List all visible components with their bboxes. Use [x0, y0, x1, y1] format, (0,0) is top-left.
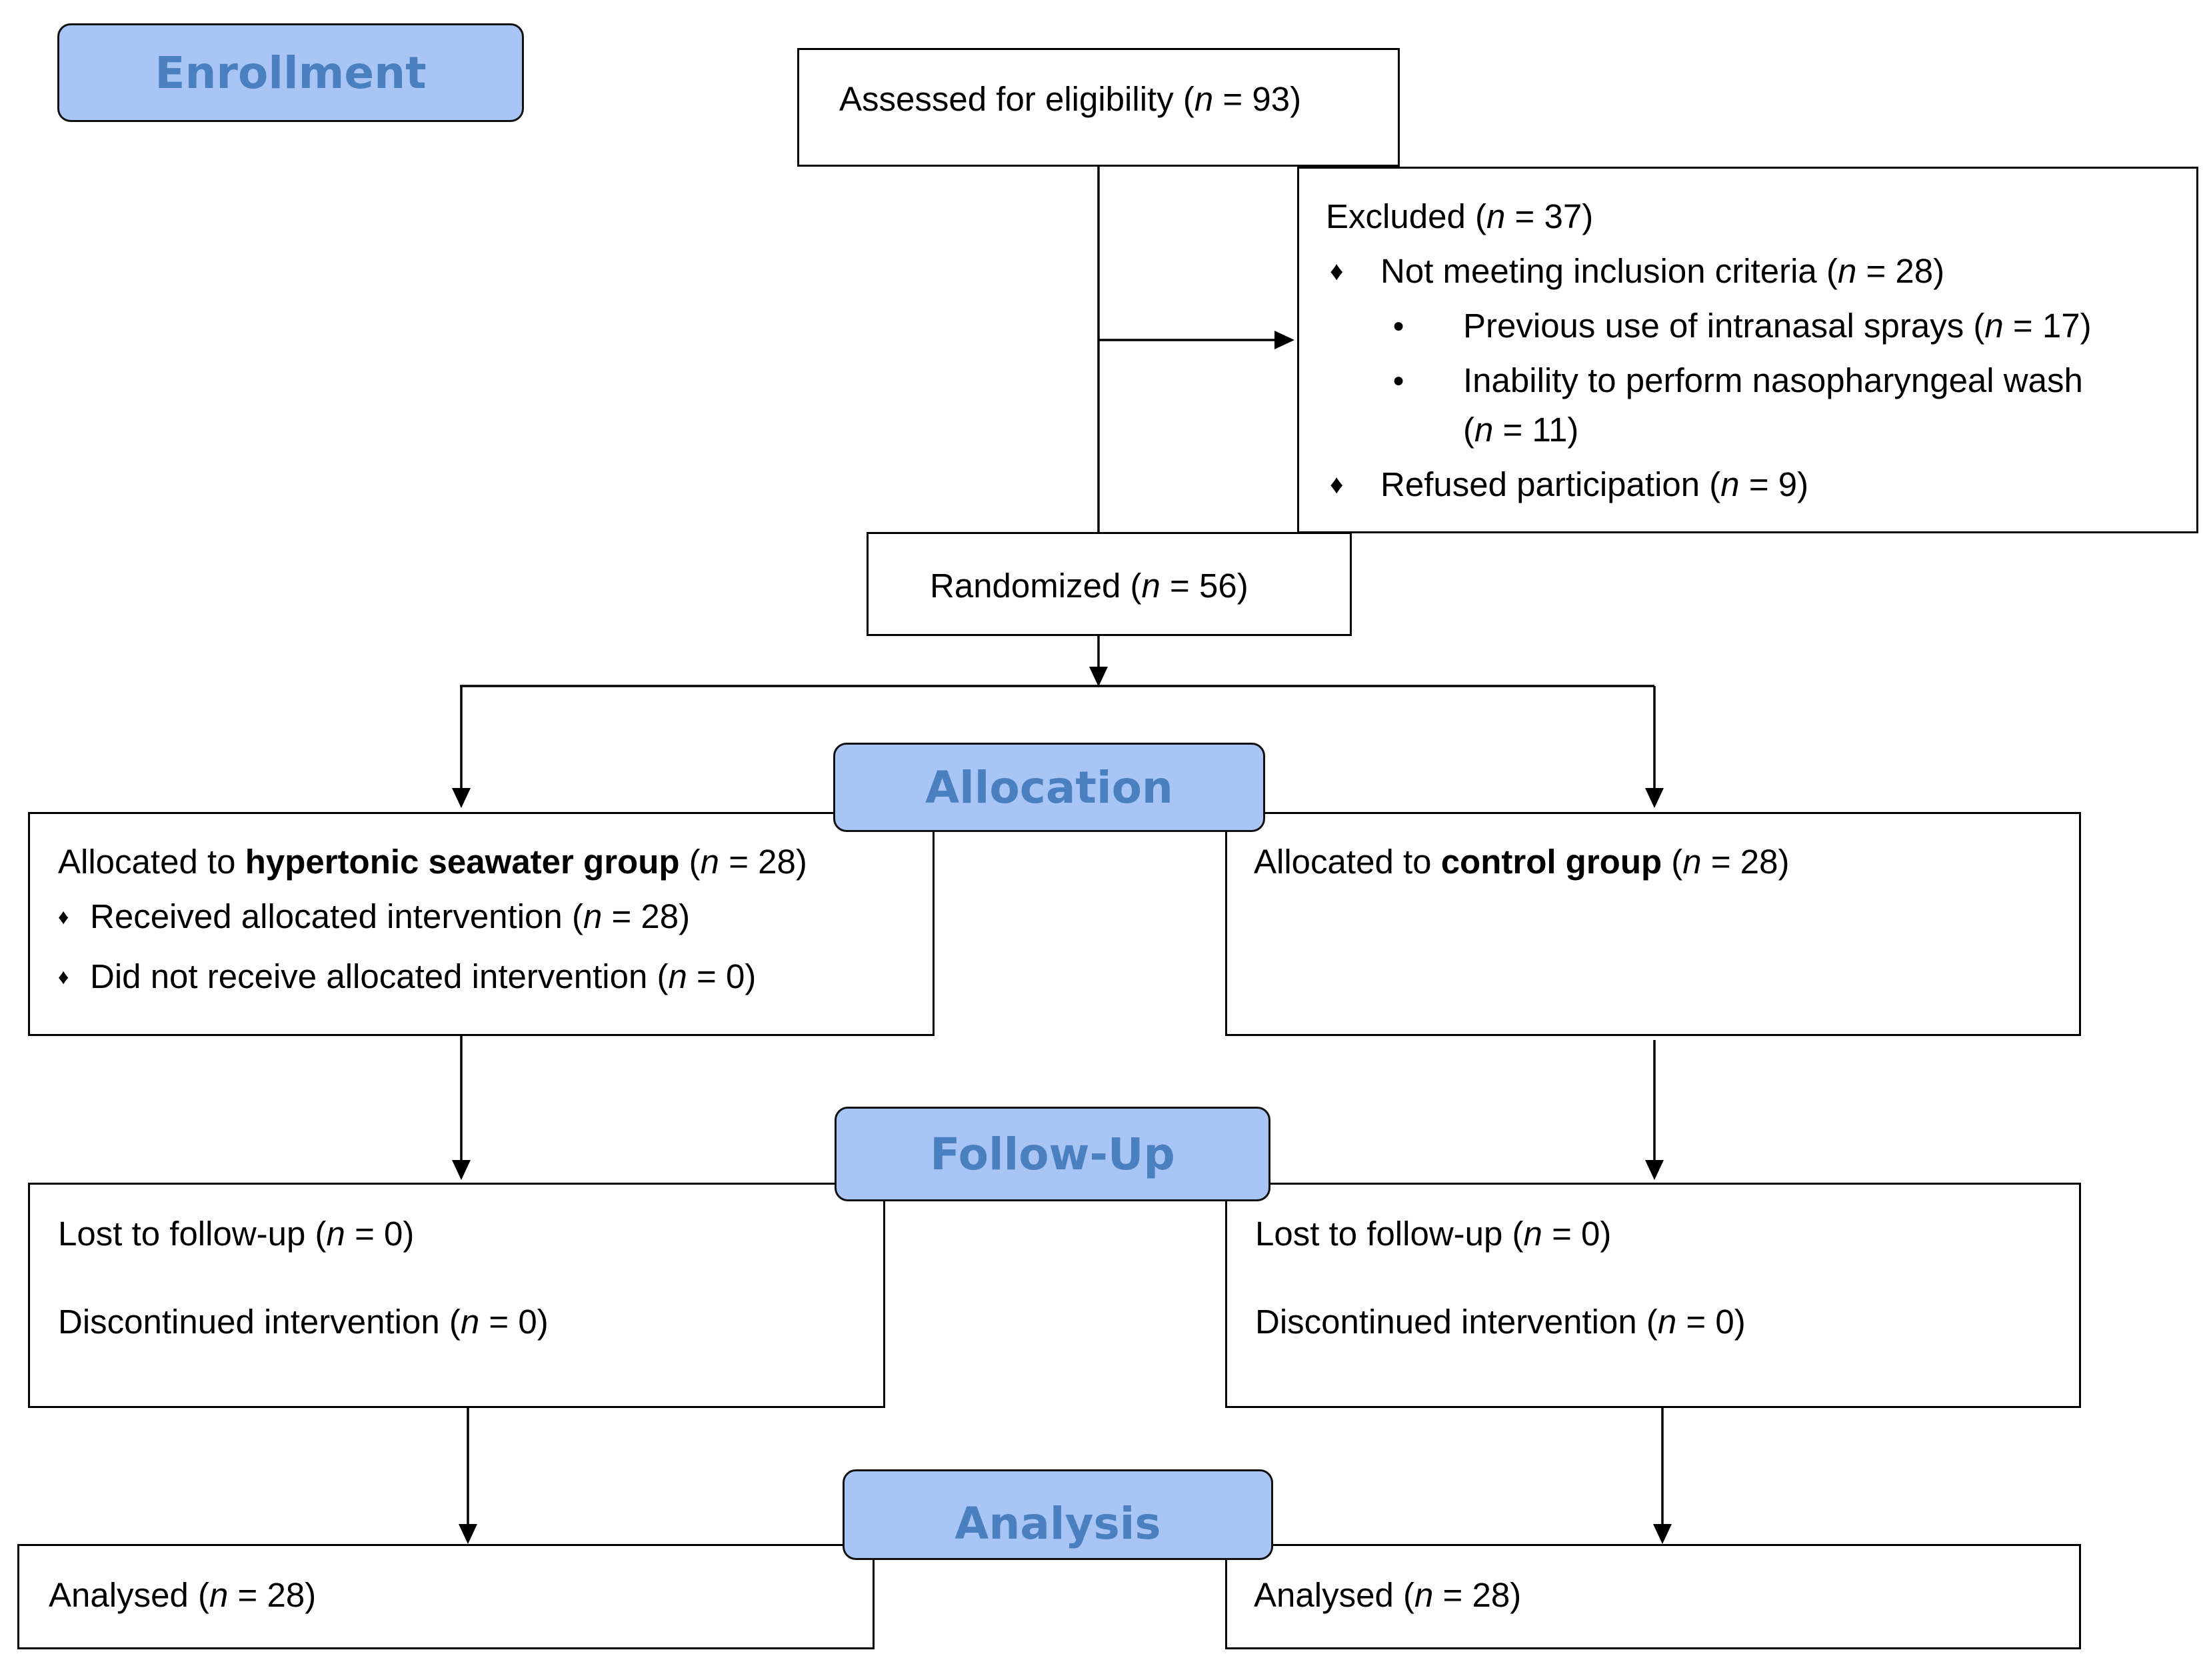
diamond-icon: ♦ [58, 905, 69, 929]
diamond-icon: ♦ [1330, 257, 1344, 286]
diamond-icon: ♦ [58, 965, 69, 989]
previous-use-sprays: Previous use of intranasal sprays (n = 1… [1463, 307, 2092, 345]
followup-left-box: Lost to follow-up (n = 0) Discontinued i… [28, 1183, 885, 1408]
arrowhead-analysis-left [459, 1524, 477, 1544]
not-received-intervention: Did not receive allocated intervention (… [90, 957, 757, 995]
followup-right-discontinued: Discontinued intervention (n = 0) [1255, 1303, 1746, 1341]
diamond-icon: ♦ [1330, 470, 1344, 499]
analysed-left-text: Analysed (n = 28) [49, 1576, 317, 1614]
refused-participation: Refused participation (n = 9) [1380, 465, 1809, 503]
followup-left-lost: Lost to follow-up (n = 0) [58, 1215, 415, 1253]
excluded-box: Excluded (n = 37) ♦ Not meeting inclusio… [1297, 167, 2198, 533]
bullet-icon: ● [1392, 315, 1405, 337]
randomized-text: Randomized (n = 56) [930, 567, 1248, 605]
inability-count: (n = 11) [1463, 411, 1579, 449]
excluded-title: Excluded (n = 37) [1326, 197, 1594, 235]
received-intervention: Received allocated intervention (n = 28) [90, 897, 691, 935]
arrowhead-followup-left [452, 1160, 471, 1180]
arrowhead-analysis-right [1653, 1524, 1672, 1544]
analysed-right-box: Analysed (n = 28) [1225, 1544, 2081, 1649]
control-allocation-box: Allocated to control group (n = 28) [1225, 812, 2081, 1036]
arrowhead-randomized [1089, 667, 1108, 687]
hypertonic-allocated: Allocated to hypertonic seawater group (… [58, 843, 807, 881]
analysed-left-box: Analysed (n = 28) [17, 1544, 875, 1649]
analysed-right-text: Analysed (n = 28) [1254, 1576, 1522, 1614]
hypertonic-allocation-box: Allocated to hypertonic seawater group (… [28, 812, 935, 1036]
control-allocated: Allocated to control group (n = 28) [1254, 843, 1790, 881]
assessed-box: Assessed for eligibility (n = 93) [797, 48, 1400, 167]
stage-follow-up: Follow-Up [835, 1107, 1270, 1201]
arrowhead-excluded [1274, 331, 1294, 349]
randomized-box: Randomized (n = 56) [867, 532, 1352, 636]
stage-enrollment: Enrollment [57, 23, 524, 122]
arrowhead-hypertonic [452, 788, 471, 808]
followup-left-discontinued: Discontinued intervention (n = 0) [58, 1303, 549, 1341]
inability-nasopharyngeal-wash: Inability to perform nasopharyngeal wash [1463, 361, 2083, 399]
arrowhead-followup-right [1645, 1160, 1664, 1180]
followup-right-box: Lost to follow-up (n = 0) Discontinued i… [1225, 1183, 2081, 1408]
followup-right-lost: Lost to follow-up (n = 0) [1255, 1215, 1612, 1253]
stage-allocation: Allocation [833, 743, 1265, 832]
not-meeting-criteria: Not meeting inclusion criteria (n = 28) [1380, 252, 1945, 290]
stage-analysis: Analysis [843, 1469, 1273, 1560]
arrowhead-control [1645, 788, 1664, 808]
bullet-icon: ● [1392, 369, 1405, 391]
assessed-text: Assessed for eligibility (n = 93) [839, 80, 1302, 118]
